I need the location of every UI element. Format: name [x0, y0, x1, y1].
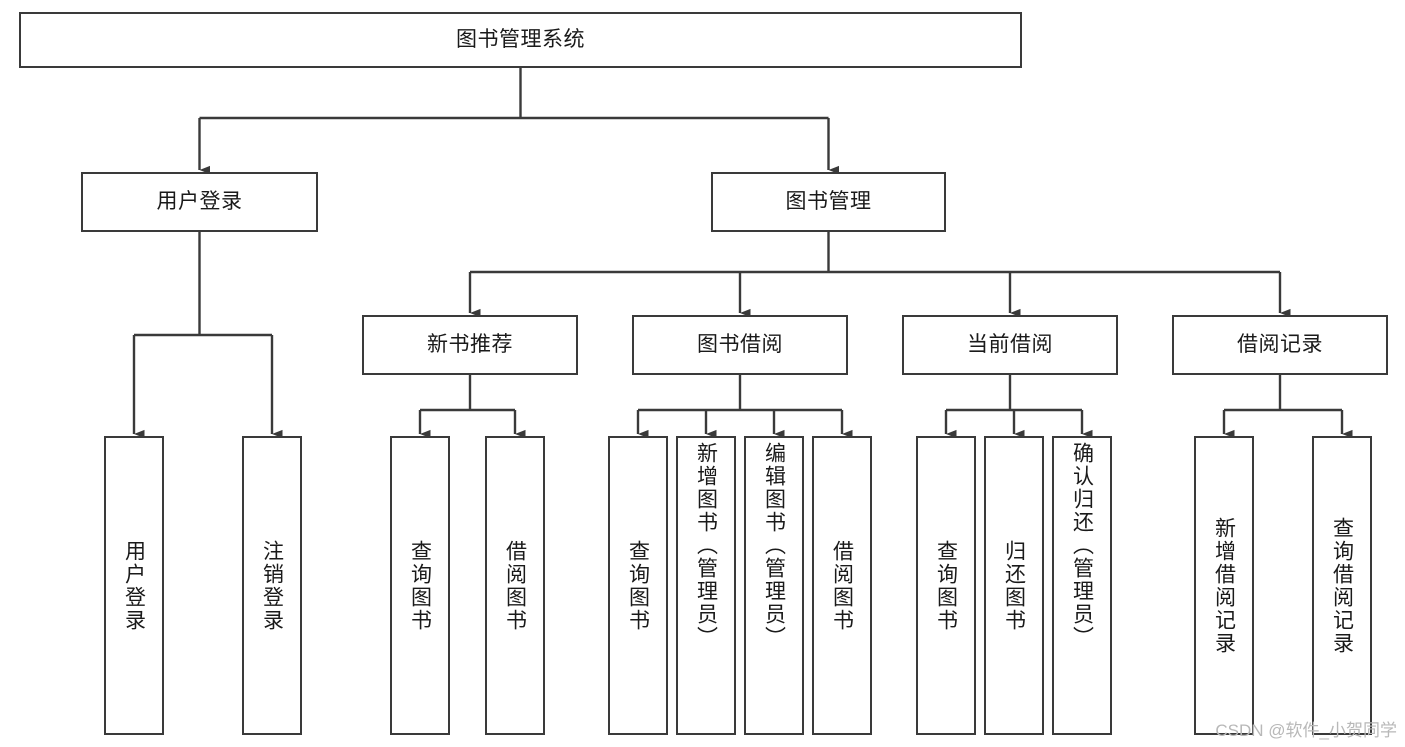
node-label: 借阅图书 [503, 539, 527, 632]
node-root[interactable]: 图书管理系统 [19, 12, 1022, 68]
node-borrow-2[interactable]: 新增图书（管理员） [676, 436, 736, 735]
node-label: 图书管理系统 [456, 27, 585, 51]
node-borrow-4[interactable]: 借阅图书 [812, 436, 872, 735]
node-login[interactable]: 用户登录 [81, 172, 318, 232]
node-current-3[interactable]: 确认归还（管理员） [1052, 436, 1112, 735]
node-label: 查询借阅记录 [1330, 516, 1354, 655]
node-newbook-2[interactable]: 借阅图书 [485, 436, 545, 735]
node-label: 新书推荐 [427, 332, 513, 356]
node-records[interactable]: 借阅记录 [1172, 315, 1388, 375]
node-borrow[interactable]: 图书借阅 [632, 315, 848, 375]
node-borrow-3[interactable]: 编辑图书（管理员） [744, 436, 804, 735]
node-label: 用户登录 [156, 189, 243, 213]
node-label: 归还图书 [1002, 539, 1026, 632]
node-current-2[interactable]: 归还图书 [984, 436, 1044, 735]
node-newbook[interactable]: 新书推荐 [362, 315, 578, 375]
node-label: 新增图书（管理员） [694, 442, 718, 649]
node-label: 图书管理 [785, 189, 872, 213]
node-current[interactable]: 当前借阅 [902, 315, 1118, 375]
node-label: 当前借阅 [967, 332, 1053, 356]
node-bookmgmt[interactable]: 图书管理 [711, 172, 946, 232]
node-borrow-1[interactable]: 查询图书 [608, 436, 668, 735]
node-label: 借阅记录 [1237, 332, 1323, 356]
node-label: 查询图书 [408, 539, 432, 632]
node-label: 确认归还（管理员） [1070, 442, 1094, 649]
node-label: 用户登录 [122, 539, 146, 632]
node-records-1[interactable]: 新增借阅记录 [1194, 436, 1254, 735]
node-label: 查询图书 [626, 539, 650, 632]
node-label: 注销登录 [260, 539, 284, 632]
node-login-1[interactable]: 用户登录 [104, 436, 164, 735]
watermark-text: CSDN @软件_小贺同学 [1215, 721, 1397, 740]
node-label: 图书借阅 [697, 332, 783, 356]
node-label: 编辑图书（管理员） [762, 442, 786, 649]
node-label: 借阅图书 [830, 539, 854, 632]
node-records-2[interactable]: 查询借阅记录 [1312, 436, 1372, 735]
node-current-1[interactable]: 查询图书 [916, 436, 976, 735]
node-label: 新增借阅记录 [1212, 516, 1236, 655]
node-newbook-1[interactable]: 查询图书 [390, 436, 450, 735]
node-label: 查询图书 [934, 539, 958, 632]
node-login-2[interactable]: 注销登录 [242, 436, 302, 735]
